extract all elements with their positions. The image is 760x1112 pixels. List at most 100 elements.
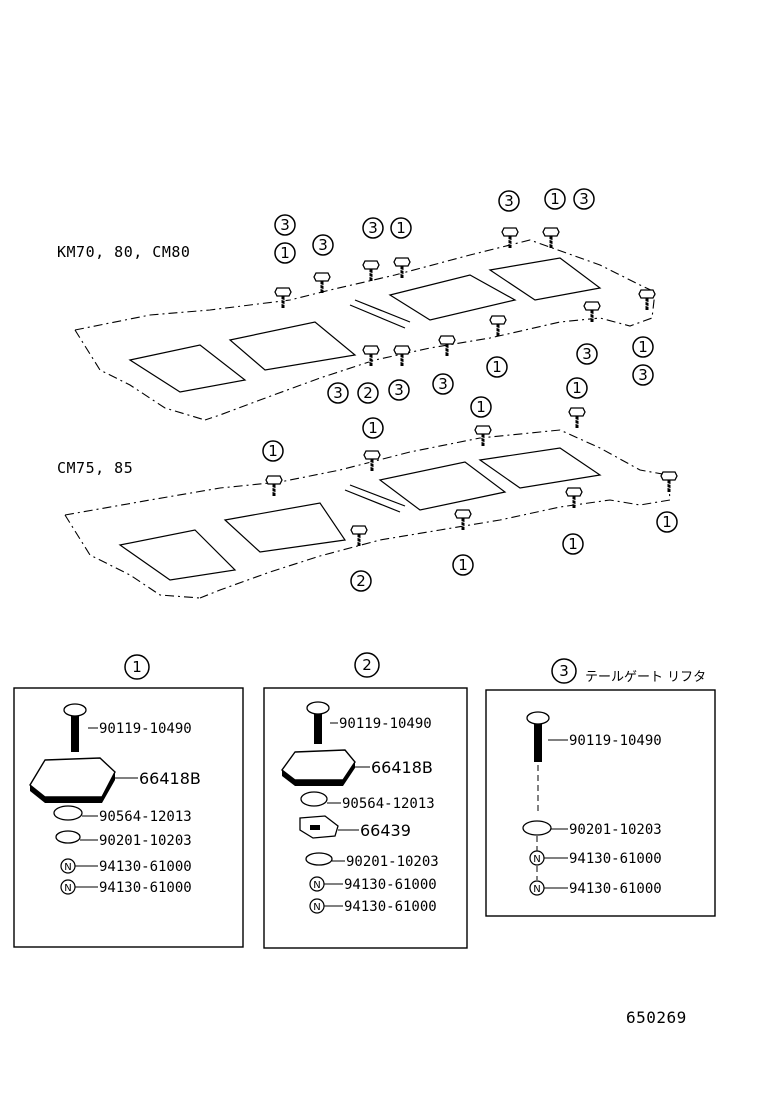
spacer-icon bbox=[53, 805, 83, 821]
svg-text:1: 1 bbox=[638, 338, 648, 356]
nut-icon: N bbox=[529, 850, 545, 866]
part-number: 90201-10203 bbox=[346, 854, 439, 870]
bolt-icon bbox=[392, 344, 412, 368]
bolt-icon bbox=[63, 703, 87, 752]
bolt-icon bbox=[273, 286, 293, 310]
nut-icon: N bbox=[529, 880, 545, 896]
svg-text:1: 1 bbox=[550, 190, 560, 208]
svg-text:3: 3 bbox=[438, 375, 448, 393]
part-number: 90564-12013 bbox=[342, 796, 435, 812]
bolt-icon bbox=[349, 524, 369, 548]
svg-text:N: N bbox=[533, 884, 540, 895]
svg-text:2: 2 bbox=[362, 656, 372, 674]
svg-text:1: 1 bbox=[268, 442, 278, 460]
model-label-lower: CM75, 85 bbox=[57, 459, 134, 477]
callout-1: 1 bbox=[544, 188, 566, 210]
svg-text:1: 1 bbox=[368, 419, 378, 437]
callout-3: 3 bbox=[312, 234, 334, 256]
callout-1: 1 bbox=[274, 242, 296, 264]
svg-text:3: 3 bbox=[582, 345, 592, 363]
bolt-icon bbox=[582, 300, 602, 324]
svg-text:1: 1 bbox=[568, 535, 578, 553]
part-number: 90564-12013 bbox=[99, 809, 192, 825]
bolt-icon bbox=[361, 259, 381, 283]
part-number: 94130-61000 bbox=[99, 859, 192, 875]
callout-3: 3 bbox=[388, 379, 410, 401]
frame-upper bbox=[74, 239, 656, 421]
svg-text:1: 1 bbox=[458, 556, 468, 574]
callout-1: 1 bbox=[262, 440, 284, 462]
svg-text:1: 1 bbox=[280, 244, 290, 262]
callout-3: 3 bbox=[576, 343, 598, 365]
callout-1: 1 bbox=[566, 377, 588, 399]
bolt-icon bbox=[567, 406, 587, 430]
callout-1: 1 bbox=[486, 356, 508, 378]
part-number: 66418B bbox=[371, 758, 433, 777]
nut-icon: N bbox=[309, 898, 325, 914]
part-number: 94130-61000 bbox=[99, 880, 192, 896]
bolt-icon bbox=[488, 314, 508, 338]
part-number: 90201-10203 bbox=[569, 822, 662, 838]
part-number: 94130-61000 bbox=[344, 899, 437, 915]
part-number: 66439 bbox=[360, 821, 411, 840]
svg-text:3: 3 bbox=[579, 190, 589, 208]
svg-text:2: 2 bbox=[356, 572, 366, 590]
callout-1: 1 bbox=[390, 217, 412, 239]
svg-text:1: 1 bbox=[476, 398, 486, 416]
bracket-icon bbox=[299, 815, 339, 839]
callout-3: 3 bbox=[362, 217, 384, 239]
callout-3: 3 bbox=[498, 190, 520, 212]
svg-text:1: 1 bbox=[132, 658, 142, 676]
panel-2-callout: 2 bbox=[354, 652, 380, 678]
svg-text:2: 2 bbox=[363, 384, 373, 402]
bolt-icon bbox=[564, 486, 584, 510]
callout-3: 3 bbox=[573, 188, 595, 210]
svg-text:N: N bbox=[313, 880, 320, 891]
bolt-icon bbox=[362, 449, 382, 473]
callout-1: 1 bbox=[452, 554, 474, 576]
callout-1: 1 bbox=[632, 336, 654, 358]
nut-icon: N bbox=[60, 879, 76, 895]
svg-text:3: 3 bbox=[318, 236, 328, 254]
panel-1-callout: 1 bbox=[124, 654, 150, 680]
svg-text:3: 3 bbox=[559, 662, 569, 680]
bolt-icon bbox=[659, 470, 679, 494]
svg-text:1: 1 bbox=[492, 358, 502, 376]
callout-2: 2 bbox=[357, 382, 379, 404]
part-number: 66418B bbox=[139, 769, 201, 788]
svg-text:3: 3 bbox=[638, 366, 648, 384]
part-number: 90201-10203 bbox=[99, 833, 192, 849]
callout-1: 1 bbox=[470, 396, 492, 418]
bolt-icon bbox=[306, 701, 330, 744]
washer-icon bbox=[305, 852, 333, 866]
bolt-icon bbox=[526, 711, 550, 762]
pad-icon bbox=[281, 749, 356, 786]
nut-icon: N bbox=[60, 858, 76, 874]
svg-text:1: 1 bbox=[572, 379, 582, 397]
callout-1: 1 bbox=[362, 417, 384, 439]
spacer-icon bbox=[300, 791, 328, 807]
model-label-upper: KM70, 80, CM80 bbox=[57, 243, 191, 261]
bolt-icon bbox=[264, 474, 284, 498]
panel-3-callout: 3 bbox=[551, 658, 577, 684]
bolt-icon bbox=[500, 226, 520, 250]
pad-icon bbox=[29, 757, 116, 803]
svg-text:1: 1 bbox=[662, 513, 672, 531]
svg-text:1: 1 bbox=[396, 219, 406, 237]
svg-text:N: N bbox=[313, 902, 320, 913]
callout-3: 3 bbox=[327, 382, 349, 404]
callout-3: 3 bbox=[432, 373, 454, 395]
svg-text:3: 3 bbox=[504, 192, 514, 210]
svg-text:3: 3 bbox=[394, 381, 404, 399]
svg-text:N: N bbox=[533, 854, 540, 865]
washer-icon bbox=[55, 830, 81, 844]
bolt-icon bbox=[637, 288, 657, 312]
nut-icon: N bbox=[309, 876, 325, 892]
callout-2: 2 bbox=[350, 570, 372, 592]
svg-text:N: N bbox=[64, 862, 71, 873]
callout-3: 3 bbox=[274, 214, 296, 236]
part-number: 90119-10490 bbox=[99, 721, 192, 737]
callout-3: 3 bbox=[632, 364, 654, 386]
svg-text:3: 3 bbox=[280, 216, 290, 234]
